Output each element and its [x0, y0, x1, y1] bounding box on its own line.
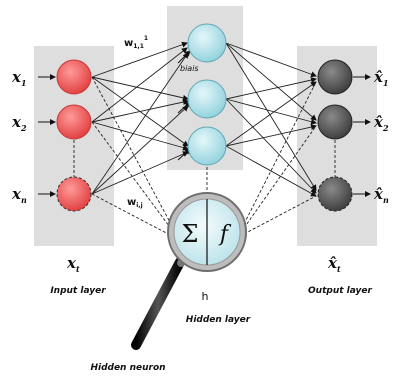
input-node-1	[56, 59, 92, 95]
output-node-1	[317, 59, 353, 95]
hidden-node-2	[187, 79, 227, 119]
hidden-output-connections	[225, 42, 317, 197]
output-label-n: x̂n	[373, 185, 389, 205]
hidden-neuron-caption: Hidden neuron	[90, 363, 165, 373]
output-node-n	[317, 176, 353, 212]
input-hidden-connections	[91, 41, 189, 195]
magnifier-dashed-connections	[91, 76, 317, 237]
sum-symbol: Σ	[182, 220, 199, 248]
hidden-layer-title: Hidden layer	[186, 315, 251, 325]
hidden-node-3	[187, 126, 227, 166]
output-layer-title: Output layer	[308, 286, 372, 296]
weight-label-wij: wi,j	[127, 197, 143, 209]
input-footer-symbol: xt	[66, 254, 80, 274]
output-footer-symbol: x̂t	[327, 254, 341, 274]
output-label-2: x̂2	[373, 113, 389, 133]
input-layer-title: Input layer	[50, 286, 106, 296]
input-node-n	[56, 176, 92, 212]
hidden-node-1	[187, 23, 227, 63]
input-arrows	[38, 74, 56, 197]
input-node-2	[56, 104, 92, 140]
output-label-1: x̂1	[373, 68, 389, 88]
bias-arrows	[177, 50, 191, 161]
input-label-2: x2	[11, 113, 27, 133]
output-node-2	[317, 104, 353, 140]
magnifier-handle	[131, 257, 185, 350]
weight-label-w11: w1,11	[124, 35, 148, 50]
input-label-n: xn	[11, 185, 27, 205]
output-arrows	[353, 74, 371, 197]
h-label: h	[202, 290, 209, 303]
input-label-1: x1	[11, 68, 27, 88]
bias-label: biais	[180, 64, 199, 73]
